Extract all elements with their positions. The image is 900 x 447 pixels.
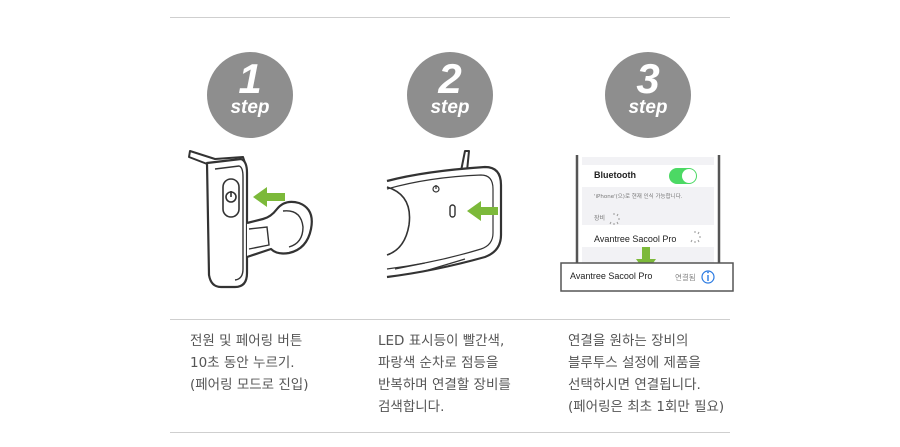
top-divider	[170, 17, 730, 18]
loading-spinner-icon	[690, 231, 701, 243]
loading-spinner-icon	[609, 213, 620, 225]
step-1-description: 전원 및 페어링 버튼 10초 동안 누르기. (페어링 모드로 진입)	[190, 330, 308, 396]
discoverable-text: 'iPhone'(으)로 현재 인식 가능합니다.	[594, 194, 683, 200]
step-1-badge: 1 step	[207, 52, 293, 138]
headset-button-illustration	[188, 150, 313, 289]
step-3-badge: 3 step	[605, 52, 691, 138]
step-2-line: 파랑색 순차로 점등을	[378, 355, 499, 371]
devices-header: 장비	[594, 215, 606, 222]
connected-device-name[interactable]: Avantree Sacool Pro	[570, 271, 653, 281]
step-3-line: 연결을 원하는 장비의	[568, 333, 689, 349]
step-2-line: 반복하며 연결할 장비를	[378, 377, 511, 393]
device-list-item[interactable]: Avantree Sacool Pro	[594, 234, 677, 244]
headset-led-illustration	[386, 150, 503, 279]
step-2-label: step	[430, 97, 470, 118]
step-3-line: 블루투스 설정에 제품을	[568, 355, 701, 371]
step-1-label: step	[230, 97, 270, 118]
led-indicator-icon	[449, 204, 456, 218]
green-arrow-left-icon	[253, 187, 285, 207]
green-arrow-down-icon	[636, 247, 656, 273]
step-1-line: (페어링 모드로 진입)	[190, 377, 309, 393]
middle-divider	[170, 319, 730, 320]
step-2-line: 검색합니다.	[378, 399, 445, 415]
step-3-line: (페어링은 최초 1회만 필요)	[568, 399, 725, 415]
info-icon	[701, 270, 715, 284]
bluetooth-label: Bluetooth	[594, 170, 636, 180]
step-3-number: 3	[636, 55, 660, 102]
step-3-label: step	[628, 97, 668, 118]
connected-status: 연결됨	[675, 273, 696, 282]
step-3-description: 연결을 원하는 장비의 블루투스 설정에 제품을 선택하시면 연결됩니다. (페…	[568, 330, 724, 418]
step-1-line: 10초 동안 누르기.	[190, 355, 295, 371]
bottom-divider	[170, 432, 730, 433]
step-2-badge: 2 step	[407, 52, 493, 138]
green-arrow-left-icon	[467, 201, 498, 221]
step-2-number: 2	[438, 55, 462, 102]
step-1-line: 전원 및 페어링 버튼	[190, 333, 303, 349]
step-2-description: LED 표시등이 빨간색, 파랑색 순차로 점등을 반복하며 연결할 장비를 검…	[378, 330, 511, 418]
step-3-line: 선택하시면 연결됩니다.	[568, 377, 701, 393]
step-1-number: 1	[238, 55, 262, 102]
step-2-line: LED 표시등이 빨간색,	[378, 333, 505, 349]
phone-bluetooth-illustration	[560, 155, 734, 292]
